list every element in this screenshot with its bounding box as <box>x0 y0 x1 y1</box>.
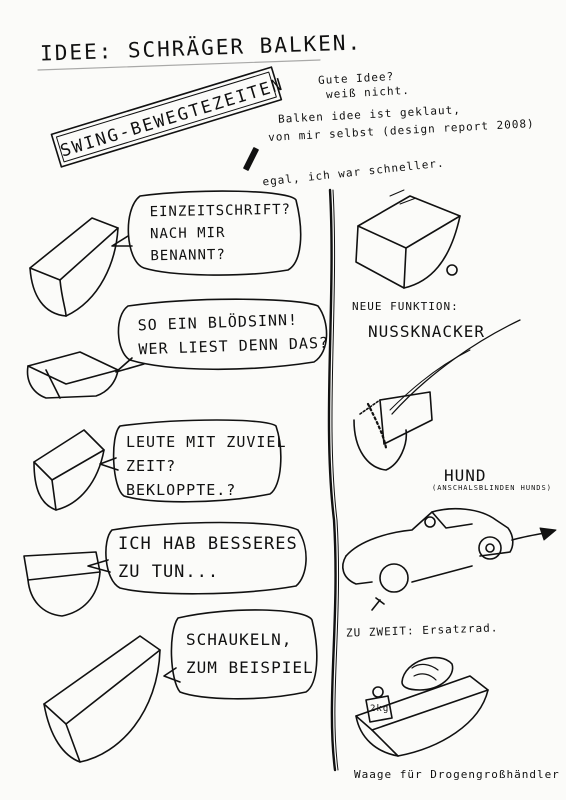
bubble-4-text: ICH HAB BESSERES ZU TUN... <box>118 534 298 582</box>
block-4 <box>23 551 101 617</box>
weight-label: 2kg <box>370 704 390 714</box>
bubble-2-text: SO EIN BLÖDSINN! WER LIEST DENN DAS? <box>137 310 330 359</box>
block-5 <box>43 635 161 763</box>
nutcracker-block-top <box>355 189 461 289</box>
pen-mark <box>243 147 259 171</box>
block-2 <box>26 351 119 399</box>
bubble-1-text: EINZEITSCHRIFT? NACH MIR BENANNT? <box>149 201 292 265</box>
title-underline <box>37 59 321 71</box>
nutcracker-swing <box>353 319 521 471</box>
bubble-5-outline <box>163 609 318 700</box>
center-divider <box>327 188 337 772</box>
scale-block <box>355 656 489 757</box>
bubble-3-text: LEUTE MIT ZUVIEL ZEIT? BEKLOPPTE.? <box>126 433 287 499</box>
block-1 <box>29 217 119 317</box>
function-label: NEUE FUNKTION: <box>352 300 459 313</box>
car-with-dog <box>342 507 557 611</box>
dog-sublabel: (ANSCHALSBLINDEN HUNDS) <box>432 484 552 492</box>
dog-label: HUND <box>444 466 487 485</box>
bubble-3-outline <box>99 419 282 503</box>
stamp-box <box>50 66 283 168</box>
bubble-1-outline <box>111 190 302 276</box>
bubble-4-outline <box>87 521 307 595</box>
block-3 <box>33 429 105 511</box>
scale-label: Waage für Drogengroßhändler <box>354 768 560 781</box>
function-value: NUSSKNACKER <box>368 322 485 341</box>
bubble-2-outline <box>115 298 328 373</box>
bubble-5-text: SCHAUKELN, ZUM BEISPIEL <box>186 630 314 677</box>
nut-icon <box>446 264 458 276</box>
